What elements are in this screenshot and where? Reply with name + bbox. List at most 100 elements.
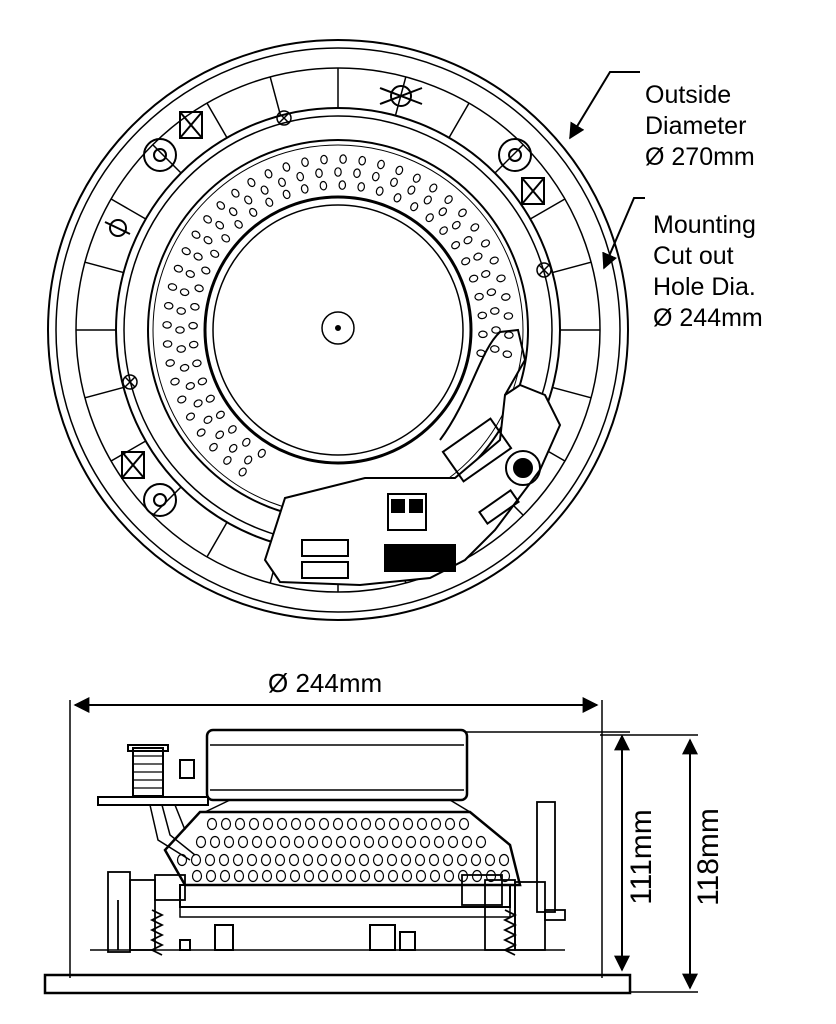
side-height-outer-label: 118mm	[691, 808, 725, 906]
grille-hole	[228, 425, 237, 434]
grille-hole	[188, 340, 199, 349]
grille-hole	[480, 239, 491, 248]
outside-diameter-line2: Diameter	[645, 112, 747, 140]
basket-hole	[190, 853, 202, 867]
grille-hole	[216, 201, 226, 210]
basket-hole	[458, 817, 470, 831]
cutout-diameter-line2: Cut out	[653, 242, 734, 270]
grille-hole	[257, 448, 266, 458]
basket-hole	[377, 835, 389, 849]
basket-hole	[220, 817, 232, 831]
grille-hole	[170, 377, 180, 386]
basket-hole	[330, 853, 342, 867]
grille-hole	[438, 207, 448, 217]
grille-hole	[238, 467, 247, 477]
grille-hole	[439, 226, 448, 235]
ring-segment-line	[448, 102, 470, 139]
basket-hole	[276, 817, 288, 831]
basket-hole	[195, 835, 207, 849]
outer-rim-circle	[47, 39, 629, 621]
grille-hole	[163, 301, 174, 310]
basket-hole	[475, 835, 487, 849]
grille-hole	[188, 321, 198, 330]
basket-hole	[248, 817, 260, 831]
basket-hole	[293, 835, 305, 849]
basket-hole	[265, 835, 277, 849]
basket-hole	[471, 869, 483, 883]
basket-hole	[346, 817, 358, 831]
basket-hole	[419, 835, 431, 849]
grille-hole	[215, 410, 225, 419]
grille-hole	[215, 430, 225, 440]
grille-hole	[162, 321, 172, 329]
basket-hole	[321, 835, 333, 849]
grille-hole	[264, 169, 273, 179]
grille-hole	[357, 182, 366, 192]
mounting-clamp-top-right	[498, 138, 545, 205]
basket-hole	[359, 869, 371, 883]
grille-hole	[260, 185, 269, 195]
grille-hole	[486, 288, 497, 297]
grille-hole	[481, 270, 491, 278]
grille-hole	[463, 236, 473, 245]
basket-hole	[237, 835, 249, 849]
basket-hole	[307, 835, 319, 849]
basket-hole	[443, 869, 455, 883]
grille-hole	[490, 307, 500, 315]
cone-inner-circle	[212, 204, 464, 456]
grille-hole	[301, 157, 309, 167]
grille-hole	[185, 412, 196, 421]
grille-hole	[425, 213, 434, 223]
cutout-diameter-label: Mounting Cut out Hole Dia. Ø 244mm	[653, 210, 763, 334]
left-tab	[104, 219, 131, 237]
grille-hole	[162, 340, 173, 348]
grille-hole	[176, 345, 186, 353]
grille-hole	[244, 455, 253, 465]
grille-hole	[296, 171, 305, 182]
grille-hole	[407, 185, 416, 195]
clamp-right	[461, 801, 566, 956]
ring-segment-line	[206, 102, 228, 139]
grille-hole	[371, 171, 380, 182]
grille-hole	[458, 208, 467, 218]
basket-hole	[232, 853, 244, 867]
basket-hole	[251, 835, 263, 849]
basket-hole	[400, 853, 412, 867]
grille-hole	[319, 180, 328, 191]
grille-hole	[247, 177, 256, 188]
basket-hole	[401, 869, 413, 883]
grille-hole	[231, 188, 240, 198]
basket-hole	[388, 817, 400, 831]
grille-hole	[177, 395, 187, 404]
grille-hole	[451, 241, 461, 250]
top-view	[47, 39, 629, 621]
basket-hole	[430, 817, 442, 831]
grille-hole	[395, 165, 404, 176]
grille-hole	[192, 359, 202, 368]
basket-hole	[498, 853, 510, 867]
basket-hole	[405, 835, 417, 849]
grille-hole	[185, 270, 195, 278]
basket-hole	[247, 869, 259, 883]
grille-hole	[185, 382, 195, 390]
basket-hole	[499, 869, 511, 883]
crossover-component	[441, 417, 513, 483]
grille-hole	[429, 183, 438, 193]
basket-hole	[335, 835, 347, 849]
grille-hole	[320, 154, 328, 165]
crossover-pcb	[263, 328, 562, 587]
grille-hole	[194, 284, 204, 293]
dust-cap-circle	[321, 311, 355, 345]
ring-segment-line	[529, 198, 566, 220]
outside-diameter-line3: Ø 270mm	[645, 143, 755, 171]
tweeter-level-knob	[505, 450, 541, 486]
basket-holes	[176, 817, 511, 883]
crossover-component-small	[478, 488, 520, 526]
grille-hole	[377, 159, 385, 170]
side-width-label: Ø 244mm	[268, 668, 383, 698]
crossover-resistor-1	[301, 539, 349, 557]
grille-hole	[358, 155, 367, 166]
ring-segment-line	[84, 386, 124, 399]
ring-segment-line	[269, 76, 282, 116]
